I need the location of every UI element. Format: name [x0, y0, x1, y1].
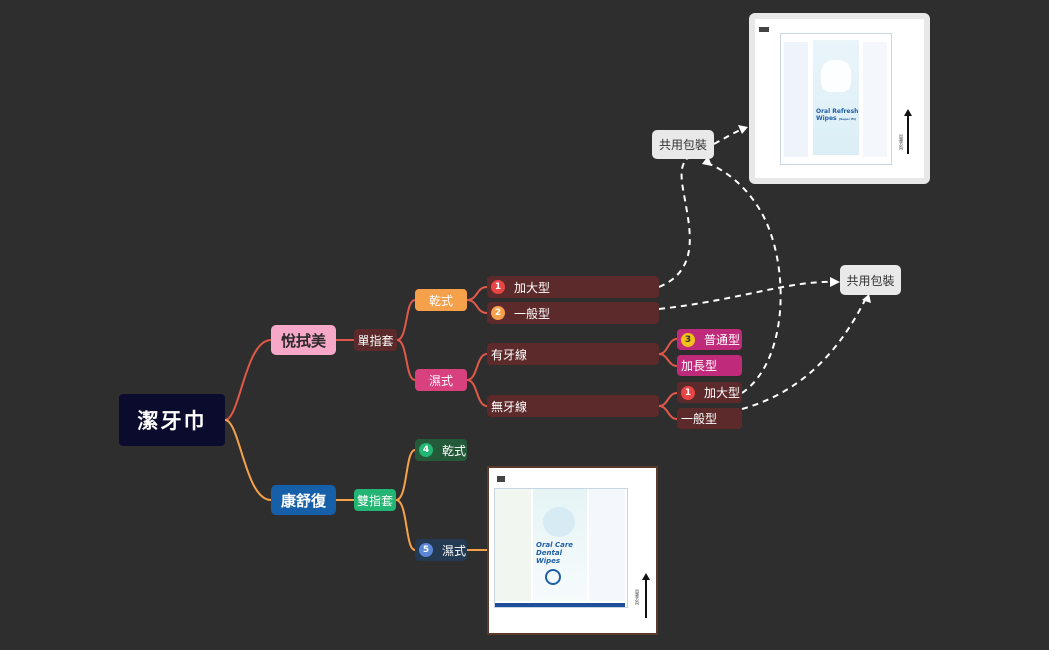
leaf-nofloss-large[interactable]: 1 加大型: [677, 382, 742, 403]
tooth-icon: [543, 507, 575, 537]
leaf-dry-regular[interactable]: 2 一般型: [487, 302, 659, 324]
leaf-nofloss-regular[interactable]: 一般型: [677, 408, 742, 429]
bottom-bar: [495, 603, 625, 607]
branch-yue-shi-mei[interactable]: 悅拭美: [271, 325, 336, 355]
leaf-label: 普通型: [704, 333, 741, 347]
leaf-dry-large[interactable]: 1 加大型: [487, 276, 659, 298]
arrow-up-icon: [645, 578, 647, 618]
number-badge-icon: 3: [681, 332, 695, 347]
callout-shared-packaging-right[interactable]: 共用包裝: [840, 265, 901, 295]
ship-direction-label: 出貨方向: [635, 589, 640, 605]
node-dry-type[interactable]: 乾式: [415, 289, 467, 311]
leaf-kang-dry[interactable]: 4 乾式: [415, 439, 467, 461]
leaf-floss-standard[interactable]: 3 普通型: [677, 329, 742, 350]
arrow-up-icon: [907, 114, 909, 154]
number-badge-icon: 1: [681, 385, 695, 400]
leaf-label: 濕式: [442, 543, 467, 558]
leaf-label: 一般型: [514, 306, 551, 321]
color-swatch-icon: [759, 27, 769, 32]
brand-title: Oral Care: [536, 541, 574, 549]
text-panel-left: [495, 489, 531, 601]
front-panel: Oral Care Dental Wipes: [533, 489, 587, 601]
node-single-finger[interactable]: 單指套: [354, 329, 397, 351]
number-badge-icon: 1: [491, 280, 505, 294]
node-wet-type[interactable]: 濕式: [415, 369, 467, 391]
front-panel: Oral Refresh Wipes (Super fit): [813, 40, 859, 155]
brand-title-2: Wipes (Super fit): [816, 115, 857, 122]
leaf-with-floss[interactable]: 有牙線: [487, 343, 659, 365]
callout-shared-packaging-top[interactable]: 共用包裝: [652, 130, 714, 159]
package-thumbnail-oral-care[interactable]: Oral Care Dental Wipes 出貨方向: [487, 466, 658, 635]
number-badge-icon: 5: [419, 543, 433, 557]
package-thumbnail-oral-refresh[interactable]: Oral Refresh Wipes (Super fit) 出貨方向: [749, 13, 930, 184]
node-double-finger[interactable]: 雙指套: [354, 489, 396, 511]
text-panel-left: [784, 42, 808, 157]
leaf-kang-wet[interactable]: 5 濕式: [415, 539, 467, 561]
leaf-label: 加大型: [704, 386, 741, 400]
number-badge-icon: 4: [419, 443, 433, 457]
color-swatch-icon: [497, 476, 505, 482]
badge-circle-icon: [545, 569, 561, 585]
text-panel-right: [863, 42, 887, 157]
dieline-frame: Oral Care Dental Wipes: [494, 488, 628, 608]
leaf-label: 加大型: [514, 280, 551, 295]
tooth-icon: [821, 60, 851, 92]
root-node[interactable]: 潔牙巾: [119, 394, 225, 446]
ship-direction-label: 出貨方向: [899, 134, 904, 150]
branch-kang-shu-fu[interactable]: 康舒復: [271, 485, 336, 515]
number-badge-icon: 2: [491, 306, 505, 320]
brand-title-2: Dental Wipes: [536, 549, 563, 565]
leaf-label: 乾式: [442, 443, 467, 458]
leaf-floss-extended[interactable]: 加長型: [677, 355, 742, 376]
dieline-frame: Oral Refresh Wipes (Super fit): [780, 33, 892, 165]
text-panel-right: [589, 489, 625, 601]
brand-title: Oral Refresh: [816, 108, 859, 115]
leaf-without-floss[interactable]: 無牙線: [487, 395, 659, 417]
